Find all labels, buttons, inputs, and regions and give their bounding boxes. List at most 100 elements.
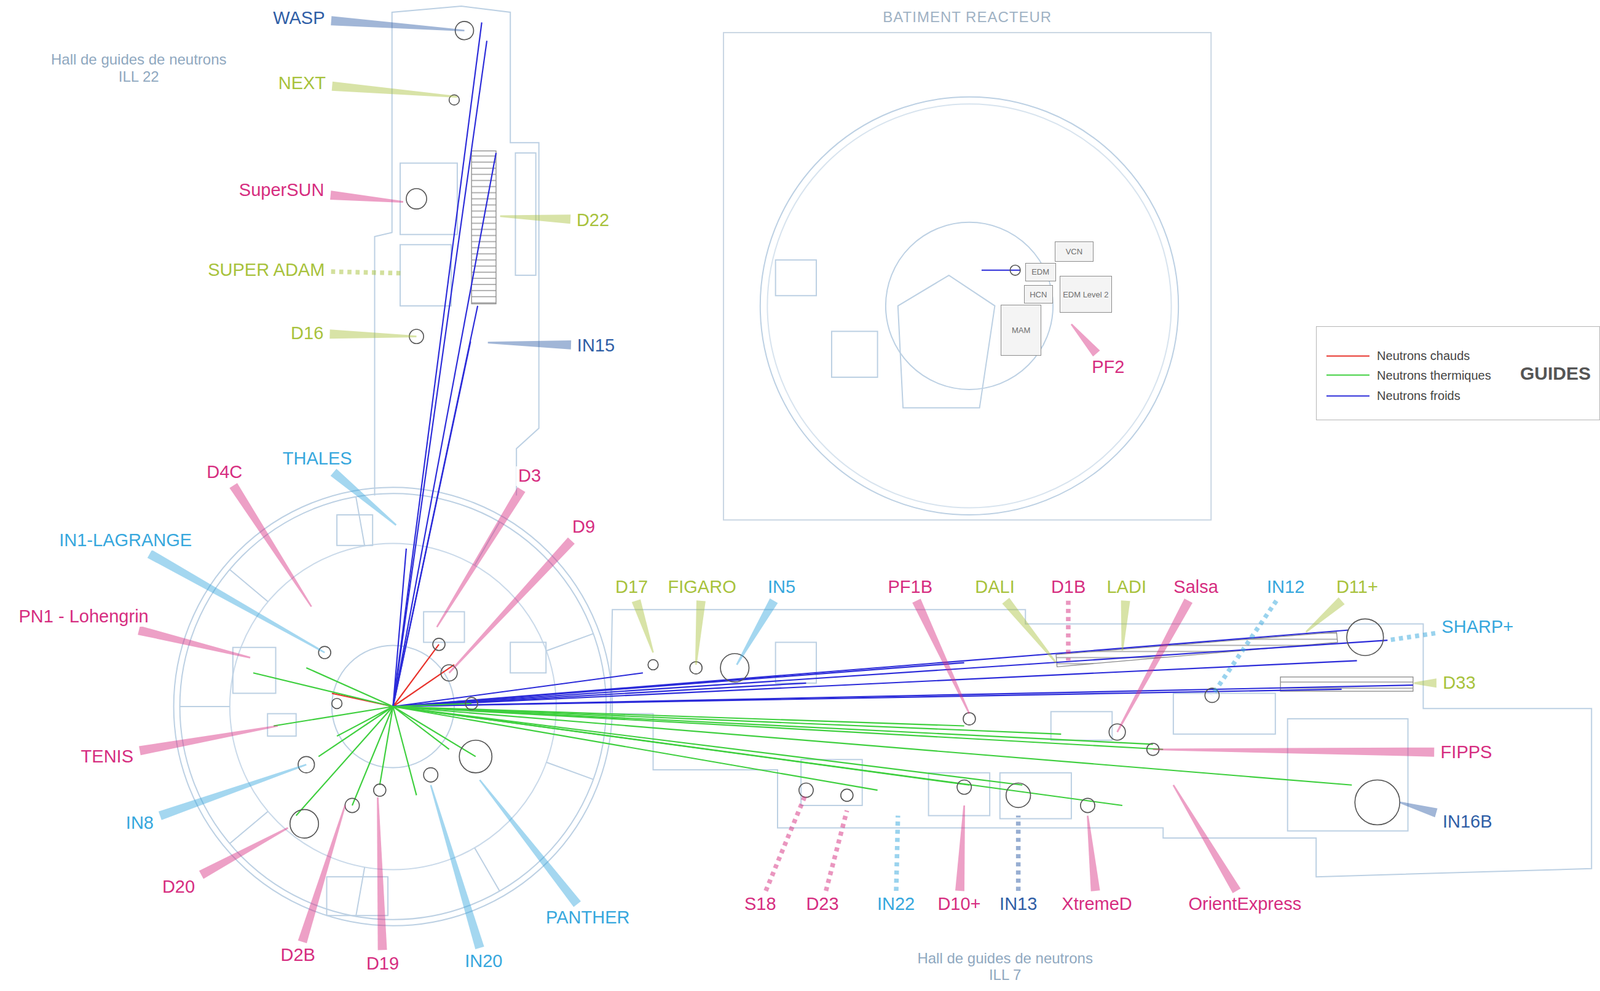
- room-box: EDM Level 2: [1059, 275, 1112, 313]
- label-leaders: [137, 15, 1438, 951]
- instrument-symbol: [1346, 618, 1384, 656]
- legend-text: Neutrons froids: [1376, 389, 1461, 404]
- room: [336, 515, 373, 546]
- instrument-label: D2B: [278, 946, 318, 967]
- leader-wedge: [330, 468, 397, 527]
- room-name: HCN: [1029, 290, 1047, 300]
- guide-line: [392, 665, 455, 707]
- leader-wedge: [1001, 598, 1057, 664]
- instrument-label: FIPPS: [1438, 743, 1495, 763]
- instrument-glyphs: [290, 21, 1400, 839]
- instrument-label: D17: [612, 577, 651, 598]
- guide-line: [392, 341, 471, 707]
- instrument-label: D4C: [204, 462, 245, 483]
- instrument-symbol: [840, 789, 854, 802]
- leader-wedge: [912, 599, 970, 715]
- instrument-label: SuperSUN: [236, 180, 328, 201]
- instrument-symbol: [963, 713, 976, 726]
- guide-line: [392, 673, 643, 707]
- instrument-label: IN15: [574, 336, 618, 356]
- legend-entry: Neutrons thermiques: [1326, 368, 1492, 383]
- instrument-symbol: [331, 698, 343, 710]
- leader-wedge: [430, 784, 485, 950]
- reactor-building-wall: [767, 103, 1171, 508]
- leader-wedge: [330, 15, 465, 32]
- instrument-label: TENIS: [78, 747, 136, 768]
- guide-line: [336, 706, 393, 737]
- leader-wedge: [329, 329, 417, 339]
- instrument-label: THALES: [280, 449, 355, 469]
- guide-line: [306, 668, 393, 707]
- instrument-label: D10+: [934, 895, 983, 916]
- instrument-symbol: [290, 810, 319, 839]
- reactor-hall-wall: [173, 487, 613, 927]
- building-title: BATIMENT REACTEUR: [724, 8, 1211, 26]
- leader-wedge: [331, 81, 458, 98]
- room-box: VCN: [1054, 241, 1094, 262]
- guide-line: [392, 40, 487, 707]
- instrument-label: D23: [803, 895, 841, 916]
- guide-line: [392, 706, 964, 727]
- instrument-label: IN5: [765, 577, 798, 598]
- instrument-label: PANTHER: [543, 908, 632, 929]
- guide-line: [392, 706, 417, 796]
- instrument-label: DALI: [972, 577, 1017, 598]
- reactor-building-core: [885, 222, 1053, 390]
- instrument-symbol: [406, 188, 427, 209]
- guide-line: [392, 703, 472, 707]
- instrument-label: IN22: [874, 895, 918, 916]
- reactor-building-corridor: [898, 275, 996, 409]
- guide-line: [392, 663, 964, 707]
- leader-wedge: [1116, 598, 1193, 733]
- instrument-label: D19: [363, 954, 402, 975]
- instrument-symbol: [1006, 783, 1031, 808]
- leader-wedge: [158, 764, 307, 820]
- leader-wedge: [298, 805, 347, 945]
- instrument-label: OrientExpress: [1185, 895, 1304, 916]
- legend-title: GUIDES: [1520, 363, 1591, 385]
- leader-wedge: [199, 827, 289, 879]
- room: [510, 642, 546, 674]
- leader-wedge: [1413, 678, 1436, 688]
- leader-dashed: [1212, 601, 1277, 696]
- room: [400, 244, 452, 307]
- leader-wedge: [488, 340, 572, 350]
- reactor-building-frame: [723, 32, 1211, 521]
- leader-dashed: [765, 793, 807, 892]
- leader-wedge: [229, 483, 312, 608]
- instrument-symbol: [423, 768, 438, 783]
- instrument-label: D9: [569, 517, 598, 538]
- hall-name: Hall de guides de neutrons ILL 22: [37, 51, 241, 86]
- guide-housing: [1280, 677, 1414, 692]
- leader-wedge: [500, 214, 572, 224]
- instrument-symbol: [799, 783, 814, 798]
- instrument-label: FIGARO: [665, 577, 739, 598]
- leader-dashed: [331, 271, 404, 274]
- guide-line: [392, 706, 1352, 786]
- instrument-symbol: [1354, 780, 1400, 825]
- reactor-inner-wall: [229, 543, 557, 870]
- instrument-label: SUPER ADAM: [205, 260, 328, 281]
- legend-entry: Neutrons chauds: [1326, 349, 1470, 364]
- instrument-label: PN1 - Lohengrin: [16, 607, 152, 627]
- leader-wedge: [330, 190, 404, 203]
- instrument-label: D16: [288, 323, 326, 344]
- instrument-label: D3: [515, 466, 544, 487]
- room-box: HCN: [1024, 285, 1053, 304]
- guide-line: [392, 706, 1023, 786]
- instrument-label: D33: [1440, 673, 1478, 694]
- instrument-label: NEXT: [275, 73, 329, 94]
- guide-line: [392, 640, 1388, 707]
- building-frame: BATIMENT REACTEURVCNEDMHCNEDM Level 2MAM: [723, 32, 1212, 521]
- legend-swatch: [1326, 355, 1370, 357]
- room: [1173, 693, 1276, 734]
- leader-wedge: [955, 805, 966, 892]
- instrument-label: IN1-LAGRANGE: [56, 531, 195, 551]
- instrument-label: D20: [159, 877, 198, 898]
- guide-housing: [1056, 632, 1338, 667]
- instrument-symbol: [1009, 264, 1021, 276]
- instrument-symbol: [1080, 798, 1095, 813]
- leader-wedge: [695, 600, 706, 666]
- guide-line: [392, 706, 1123, 806]
